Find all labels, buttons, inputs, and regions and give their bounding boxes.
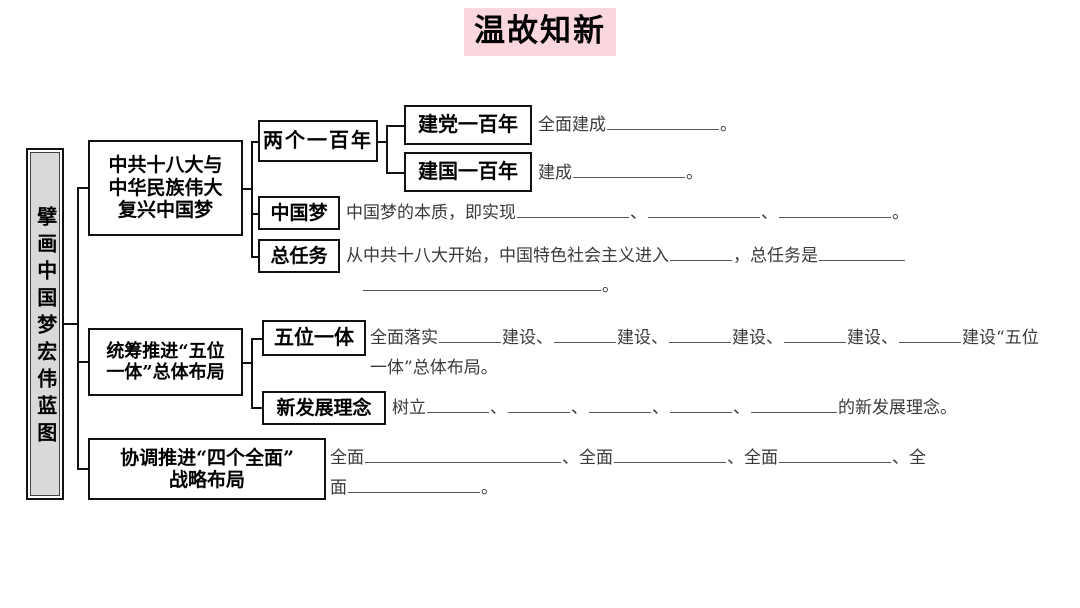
level2-box-liangge-yibainian: 两个一百年 (258, 120, 378, 162)
prose-zhongguomeng-sep2: 、 (761, 203, 778, 223)
prose-xinfazhan: 树立 、 、 、 、 的新发展理念。 (392, 393, 1052, 423)
prose-wuweiyiti-w2: 建设、 (617, 328, 668, 348)
blank-jianguo-1[interactable] (573, 160, 685, 178)
root-node-box: 擘画中国梦宏伟蓝图 (26, 148, 64, 500)
connector-root-to-l1-c (77, 468, 90, 470)
prose-zhongguomeng-sep1: 、 (630, 203, 647, 223)
level2-box-zongrenwu: 总任务 (258, 239, 340, 273)
blank-xinfazhan-1[interactable] (427, 395, 489, 413)
title-bar: 温故知新 (0, 8, 1080, 56)
connector-l1a-to-liangge (251, 141, 260, 143)
blank-wuweiyiti-5[interactable] (899, 325, 961, 343)
prose-zhongguomeng-end: 。 (892, 203, 909, 223)
prose-zongrenwu-end: 。 (602, 276, 619, 296)
blank-xinfazhan-3[interactable] (589, 395, 651, 413)
prose-zongrenwu-mid: ，总任务是 (733, 246, 818, 266)
level1-label-sigequanmian-buju: 协调推进“四个全面” 战略布局 (120, 446, 294, 491)
blank-wuweiyiti-3[interactable] (669, 325, 731, 343)
prose-sige-q5: 面 (330, 478, 347, 498)
blank-wuweiyiti-2[interactable] (554, 325, 616, 343)
prose-wuweiyiti-w1: 建设、 (502, 328, 553, 348)
blank-zongrenwu-1[interactable] (670, 243, 732, 261)
prose-zongrenwu-lead: 从中共十八大开始，中国特色社会主义进入 (346, 246, 669, 266)
blank-zongrenwu-3[interactable] (363, 273, 601, 291)
connector-liangge-spine (386, 125, 388, 173)
connector-l1b-spine (251, 338, 253, 409)
blank-wuweiyiti-1[interactable] (439, 325, 501, 343)
blank-zhongguomeng-2[interactable] (648, 200, 760, 218)
prose-jiandang-lead: 全面建成 (538, 115, 606, 135)
prose-wuweiyiti-w4: 建设、 (847, 328, 898, 348)
prose-jianguo: 建成 。 (538, 158, 868, 188)
prose-wuweiyiti: 全面落实 建设、 建设、 建设、 建设、 建设“五位一体”总体布局。 (370, 323, 1050, 383)
connector-l1b-stub (243, 362, 253, 364)
blank-xinfazhan-5[interactable] (751, 395, 837, 413)
connector-liangge-stub (378, 141, 388, 143)
level1-label-shibada: 中共十八大与 中华民族伟大 复兴中国梦 (108, 154, 223, 222)
prose-zongrenwu: 从中共十八大开始，中国特色社会主义进入 ，总任务是 。 (346, 241, 1046, 301)
blank-wuweiyiti-4[interactable] (784, 325, 846, 343)
level2-box-xinfazhan-linian: 新发展理念 (262, 391, 386, 425)
connector-l1a-to-zongrenwu (251, 256, 260, 258)
level1-box-shibada: 中共十八大与 中华民族伟大 复兴中国梦 (88, 140, 243, 236)
prose-wuweiyiti-tail: 设“五位一体”总体布局。 (370, 328, 1039, 378)
page-title: 温故知新 (464, 8, 616, 56)
connector-root-stub (64, 323, 78, 325)
prose-xinfazhan-s3: 、 (652, 398, 669, 418)
prose-xinfazhan-s1: 、 (490, 398, 507, 418)
prose-xinfazhan-s4: 、 (733, 398, 750, 418)
prose-sigequanmian: 全面、全面、全面、全 面。 (330, 443, 1050, 503)
level2-box-wuweiyiti: 五位一体 (262, 320, 366, 356)
blank-xinfazhan-2[interactable] (508, 395, 570, 413)
prose-zhongguomeng-lead: 中国梦的本质，即实现 (346, 203, 516, 223)
blank-zhongguomeng-1[interactable] (517, 200, 629, 218)
blank-jiandang-1[interactable] (607, 112, 719, 130)
prose-jianguo-lead: 建成 (538, 163, 572, 183)
connector-root-to-l1-a (77, 187, 90, 189)
connector-l1b-to-xinfazhan (251, 407, 264, 409)
level1-box-wuweiyiti-buju: 统筹推进“五位 一体”总体布局 (88, 328, 243, 396)
connector-l1b-to-wuweiyiti (251, 338, 264, 340)
level2-box-zhongguomeng: 中国梦 (258, 196, 340, 230)
prose-xinfazhan-s2: 、 (571, 398, 588, 418)
prose-sige-end: 。 (481, 478, 498, 498)
prose-jiandang-end: 。 (720, 115, 737, 135)
blank-sige-4[interactable] (348, 475, 480, 493)
level3-box-jianguo-yibainian: 建国一百年 (404, 152, 532, 192)
blank-sige-2[interactable] (614, 445, 726, 463)
blank-zongrenwu-2[interactable] (819, 243, 905, 261)
prose-jiandang: 全面建成 。 (538, 110, 868, 140)
connector-liangge-to-jiandang (386, 125, 405, 127)
blank-sige-1[interactable] (365, 445, 561, 463)
prose-xinfazhan-tail: 的新发展理念。 (838, 398, 957, 418)
level1-label-wuweiyiti-buju: 统筹推进“五位 一体”总体布局 (106, 340, 225, 383)
prose-zongrenwu-line2: 。 (362, 271, 1046, 301)
prose-wuweiyiti-w3: 建设、 (732, 328, 783, 348)
connector-l1a-stub (243, 188, 253, 190)
prose-xinfazhan-lead: 树立 (392, 398, 426, 418)
prose-jianguo-end: 。 (686, 163, 703, 183)
connector-l1a-to-zhongguomeng (251, 213, 260, 215)
blank-zhongguomeng-3[interactable] (779, 200, 891, 218)
prose-sige-q3: 、全面 (727, 448, 778, 468)
prose-sige-line2: 面。 (330, 473, 1050, 503)
level3-box-jiandang-yibainian: 建党一百年 (404, 105, 532, 145)
blank-xinfazhan-4[interactable] (670, 395, 732, 413)
prose-sige-q4: 、全 (892, 448, 926, 468)
blank-sige-3[interactable] (779, 445, 891, 463)
prose-zhongguomeng: 中国梦的本质，即实现 、 、 。 (346, 198, 1046, 228)
level1-box-sigequanmian-buju: 协调推进“四个全面” 战略布局 (88, 438, 326, 500)
prose-wuweiyiti-w5: 建 (962, 328, 979, 348)
prose-wuweiyiti-lead: 全面落实 (370, 328, 438, 348)
connector-root-to-l1-b (77, 361, 90, 363)
connector-liangge-to-jianguo (386, 172, 405, 174)
prose-sige-q2: 、全面 (562, 448, 613, 468)
connector-root-spine (77, 187, 79, 469)
prose-sige-q1: 全面 (330, 448, 364, 468)
connector-l1a-spine (251, 141, 253, 256)
